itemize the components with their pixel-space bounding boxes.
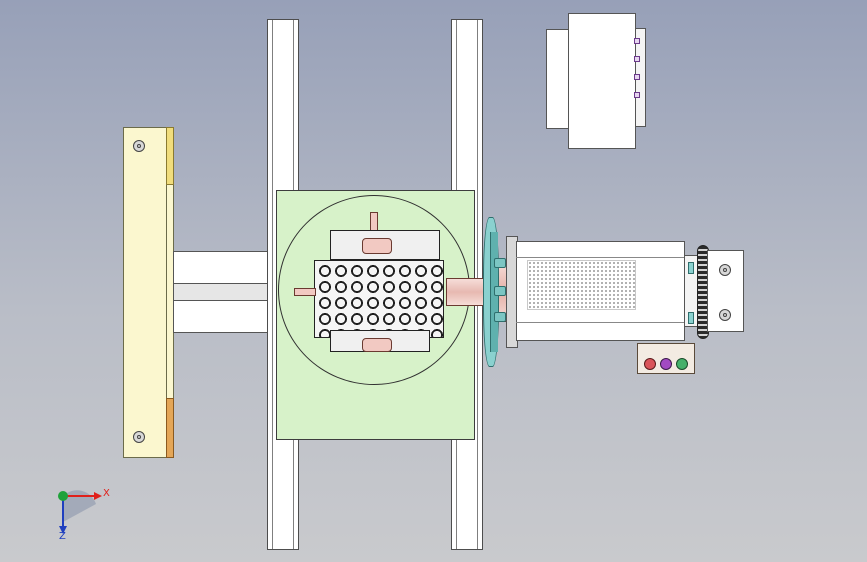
triad-y-origin: [58, 491, 68, 501]
triad-x-label: X: [103, 488, 110, 499]
engine-block[interactable]: [294, 212, 460, 360]
connector-bar-lower: [173, 300, 270, 333]
knob-icon[interactable]: [644, 358, 656, 370]
motor-body-seam: [516, 257, 685, 323]
housing-slot: [634, 38, 640, 44]
engine-top-port: [370, 212, 378, 232]
engine-side-port: [294, 288, 316, 296]
triad-shade: [63, 490, 96, 522]
connector-bar-upper: [173, 251, 270, 284]
bolt-icon: [133, 140, 145, 152]
bolt-icon: [133, 431, 145, 443]
hub-bolt-middle: [494, 286, 506, 296]
bolt-icon: [719, 309, 731, 321]
bolt-icon: [719, 264, 731, 276]
coordinate-triad: [58, 490, 102, 534]
motor-vent-grille: [527, 260, 636, 310]
housing-slot-group: [634, 38, 642, 108]
housing-top: [568, 13, 636, 149]
knob-icon[interactable]: [660, 358, 672, 370]
left-plate-edge-upper: [166, 127, 174, 185]
engine-upper-flange: [362, 238, 392, 254]
hub-bolt-upper: [494, 258, 506, 268]
triad-z-label: Z: [59, 531, 66, 542]
triad-z-arrow: [59, 526, 67, 534]
knob-icon[interactable]: [676, 358, 688, 370]
motor-end-fitting-upper: [688, 262, 694, 274]
motor-end-fitting-lower: [688, 312, 694, 324]
control-knob-box[interactable]: [637, 343, 695, 374]
housing-slot: [634, 92, 640, 98]
housing-slot: [634, 74, 640, 80]
housing-body: [546, 29, 570, 129]
triad-x-arrow: [94, 492, 102, 500]
housing-slot: [634, 56, 640, 62]
connector-bar-gap: [173, 284, 270, 300]
hub-bolt-lower: [494, 312, 506, 322]
engine-lower-flange: [362, 338, 392, 352]
engine-cylinder-head: [314, 260, 444, 338]
left-plate-edge-lower: [166, 398, 174, 458]
